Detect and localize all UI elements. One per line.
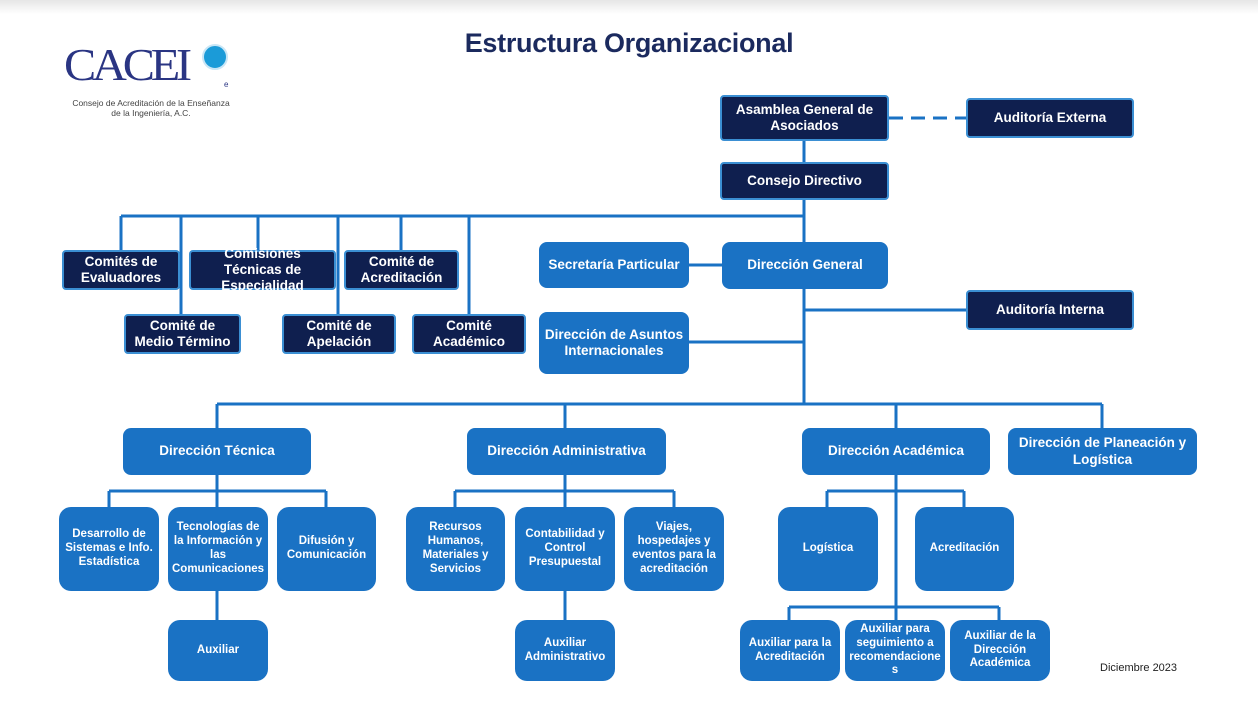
node-comite-academico: Comité Académico — [412, 314, 526, 354]
node-comisiones-tecnicas: Comisiones Técnicas de Especialidad — [189, 246, 336, 293]
top-shadow-bar — [0, 0, 1258, 14]
node-direccion-academica: Dirección Académica — [802, 428, 990, 475]
node-auxiliar: Auxiliar — [168, 620, 268, 681]
logo-subtitle-line2: de la Ingeniería, A.C. — [111, 108, 191, 118]
node-logistica: Logística — [778, 507, 878, 591]
page-title: Estructura Organizacional — [464, 28, 794, 58]
node-acreditacion: Acreditación — [915, 507, 1014, 591]
node-direccion-administrativa: Dirección Administrativa — [467, 428, 666, 475]
node-comite-acreditacion: Comité de Acreditación — [344, 250, 459, 290]
node-auditoria-interna: Auditoría Interna — [966, 290, 1134, 330]
node-auxiliar-direccion-academica: Auxiliar de la Dirección Académica — [950, 620, 1050, 681]
logo-subtitle: Consejo de Acreditación de la Enseñanza … — [56, 98, 246, 118]
node-asamblea-general: Asamblea General de Asociados — [720, 95, 889, 141]
node-direccion-planeacion: Dirección de Planeación y Logística — [1008, 428, 1197, 475]
node-direccion-asuntos-internacionales: Dirección de Asuntos Internacionales — [539, 312, 689, 374]
node-comite-medio-termino: Comité de Medio Término — [124, 314, 241, 354]
logo-registered-mark: e — [224, 80, 229, 89]
node-auxiliar-seguimiento: Auxiliar para seguimiento a recomendacio… — [845, 620, 945, 681]
node-auxiliar-acreditacion: Auxiliar para la Acreditación — [740, 620, 840, 681]
node-contabilidad: Contabilidad y Control Presupuestal — [515, 507, 615, 591]
node-difusion-comunicacion: Difusión y Comunicación — [277, 507, 376, 591]
node-comites-evaluadores: Comités de Evaluadores — [62, 250, 180, 290]
node-secretaria-particular: Secretaría Particular — [539, 242, 689, 288]
node-consejo-directivo: Consejo Directivo — [720, 162, 889, 200]
node-tecnologias-informacion: Tecnologías de la Información y las Comu… — [168, 507, 268, 591]
node-recursos-humanos: Recursos Humanos, Materiales y Servicios — [406, 507, 505, 591]
logo-wordmark: CACEI — [64, 39, 192, 90]
node-desarrollo-sistemas: Desarrollo de Sistemas e Info. Estadísti… — [59, 507, 159, 591]
node-direccion-general: Dirección General — [722, 242, 888, 289]
node-auxiliar-administrativo: Auxiliar Administrativo — [515, 620, 615, 681]
cacei-logo: CACEI e Consejo de Acreditación de la En… — [56, 36, 246, 124]
logo-badge-icon — [202, 44, 228, 70]
node-viajes-hospedajes: Viajes, hospedajes y eventos para la acr… — [624, 507, 724, 591]
date-label: Diciembre 2023 — [1100, 662, 1178, 674]
node-auditoria-externa: Auditoría Externa — [966, 98, 1134, 138]
node-direccion-tecnica: Dirección Técnica — [123, 428, 311, 475]
node-comite-apelacion: Comité de Apelación — [282, 314, 396, 354]
logo-subtitle-line1: Consejo de Acreditación de la Enseñanza — [72, 98, 230, 108]
